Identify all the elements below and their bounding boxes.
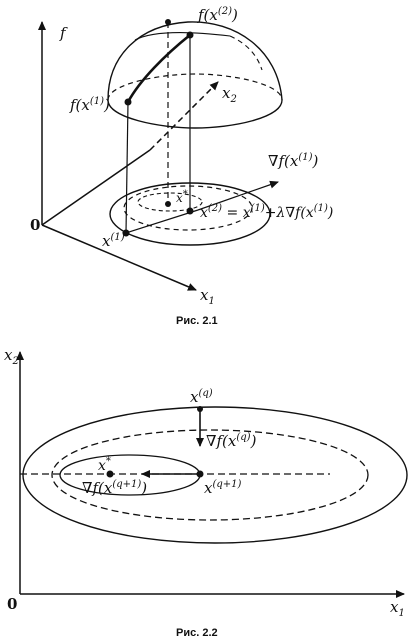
point-x2 <box>186 207 194 215</box>
fig2-x1-label: x1 <box>390 598 405 619</box>
level-ellipse-middle <box>123 185 253 231</box>
origin-label: 0 <box>30 216 40 234</box>
fig2-label-xstar: x* <box>98 456 111 474</box>
fig2-label-grad-q: ∇f(x(q)) <box>206 432 257 450</box>
label-gradient-x1: ∇f(x(1)) <box>268 152 319 170</box>
x1-axis-label: x1 <box>200 286 215 307</box>
projection-x1 <box>125 101 129 234</box>
f-axis-label: f <box>59 24 68 42</box>
point-fx2 <box>186 31 194 39</box>
fig2-origin-label: 0 <box>7 595 17 613</box>
fig2-x2-label: x2 <box>4 346 19 367</box>
fig2-middle-ellipse <box>51 429 369 521</box>
point-fx1 <box>124 98 132 106</box>
fig2-point-xq1 <box>196 470 204 478</box>
x2-axis-label: x2 <box>222 84 237 105</box>
dome-top-point <box>165 19 171 25</box>
dome-rim-front <box>107 99 283 129</box>
point-xstar <box>165 201 171 207</box>
x2-axis-solid <box>41 149 151 226</box>
dome-inner-curve <box>134 31 231 41</box>
caption-fig-2-1: Рис. 2.1 <box>176 315 218 327</box>
label-x1-point: x(1) <box>102 232 125 250</box>
x2-axis-dashed <box>149 81 219 151</box>
dome-rim-back <box>107 73 283 101</box>
dome-outline <box>107 21 283 101</box>
x1-axis <box>41 224 197 291</box>
gradient-arrow <box>197 180 279 211</box>
fig2-label-xq: x(q) <box>190 388 213 406</box>
fig2-label-grad-q1: ∇f(x(q+1)) <box>82 479 147 497</box>
ascent-path <box>126 33 191 103</box>
point-x1 <box>122 229 130 237</box>
fig2-point-xstar <box>106 470 114 478</box>
label-xstar: x* <box>176 189 188 205</box>
label-fx2: f(x(2)) <box>197 6 238 24</box>
figure-2-1: f 0 x1 x2 f(x(2)) f(x(1)) ∇f(x(1)) x* x(… <box>30 6 333 327</box>
fig2-label-xq1: x(q+1) <box>204 479 242 497</box>
level-ellipse-inner <box>137 192 203 212</box>
gradient-step-line <box>125 209 199 234</box>
fig2-outer-ellipse <box>22 406 408 544</box>
figure-2-2: x2 x1 0 x(q) ∇f(x(q)) x* ∇f(x(q+1)) x(q+… <box>4 346 408 639</box>
fig2-point-xq <box>197 406 203 412</box>
label-step-formula: x(2) = x(1)+λ∇f(x(1)) <box>200 203 333 221</box>
label-fx1: f(x(1)) <box>69 96 110 114</box>
dome-inner-curve-dashed <box>229 35 263 71</box>
caption-fig-2-2: Рис. 2.2 <box>176 627 218 639</box>
